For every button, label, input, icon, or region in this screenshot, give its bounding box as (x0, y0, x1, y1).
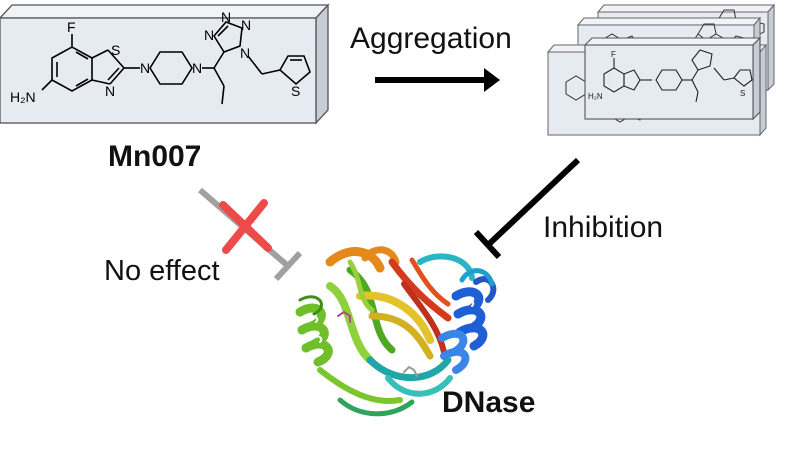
compound-name-label: Mn007 (108, 140, 202, 173)
aggregation-label: Aggregation (350, 22, 512, 55)
atom-nitrogen-pip-2: N (192, 60, 202, 76)
agg-atom-sulfur: S (740, 89, 745, 98)
atom-sulfur-thiazole: S (111, 42, 120, 58)
atom-nitrogen-tz-4: N (240, 45, 250, 61)
enzyme-name-label: DNase (442, 386, 536, 419)
atom-sulfur-thiophene: S (291, 83, 300, 99)
inhibition-label: Inhibition (543, 211, 664, 244)
mn007-structure (41, 21, 311, 105)
blocked-arrow-bar (273, 250, 303, 282)
atom-nitrogen-tz-3: N (241, 17, 251, 33)
aggregation-arrow-head (484, 68, 500, 92)
atom-nitrogen-tz-1: N (204, 27, 214, 43)
atom-fluorine: F (67, 19, 76, 35)
mn007-atom-labels: F H₂N S N N N N N N N S (10, 9, 300, 105)
atom-nitrogen-tz-2: N (221, 9, 231, 25)
inhibition-arrow-bar (473, 229, 502, 260)
inhibition-arrow (485, 157, 581, 248)
dnase-protein (295, 246, 497, 417)
atom-nitrogen-pip-1: N (140, 60, 150, 76)
agg-atom-amine: H₂N (588, 92, 603, 101)
atom-amine: H₂N (10, 89, 36, 105)
molecule-box (0, 3, 330, 125)
aggregate-stack: F H₂N S (546, 3, 776, 137)
agg-atom-fluorine: F (611, 50, 616, 59)
atom-nitrogen-thiazole: N (105, 83, 115, 99)
no-effect-label: No effect (104, 255, 220, 287)
cross-mark (219, 199, 272, 254)
